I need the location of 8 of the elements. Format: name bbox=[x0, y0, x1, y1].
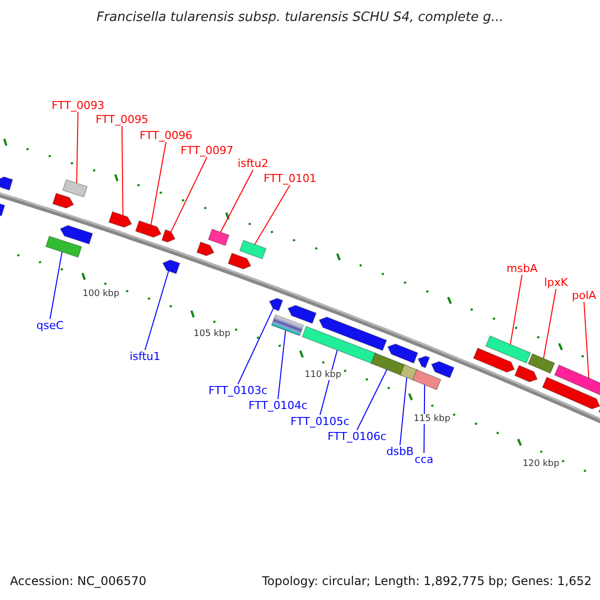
footer-text: Topology: circular; Length: 1,892,775 bp; Genes: 1,652 bbox=[262, 574, 592, 588]
scale-label: 105 kbp bbox=[192, 329, 232, 339]
footer-text: Accession: NC_006570 bbox=[10, 574, 146, 588]
title: Francisella tularensis subsp. tularensis SCHU S4, complete g... bbox=[95, 10, 505, 25]
scale-label: 115 kbp bbox=[412, 414, 452, 424]
scale-label: 110 kbp bbox=[304, 370, 342, 380]
scale-label: 120 kbp bbox=[522, 459, 560, 469]
scale-label: 100 kbp bbox=[82, 289, 120, 299]
